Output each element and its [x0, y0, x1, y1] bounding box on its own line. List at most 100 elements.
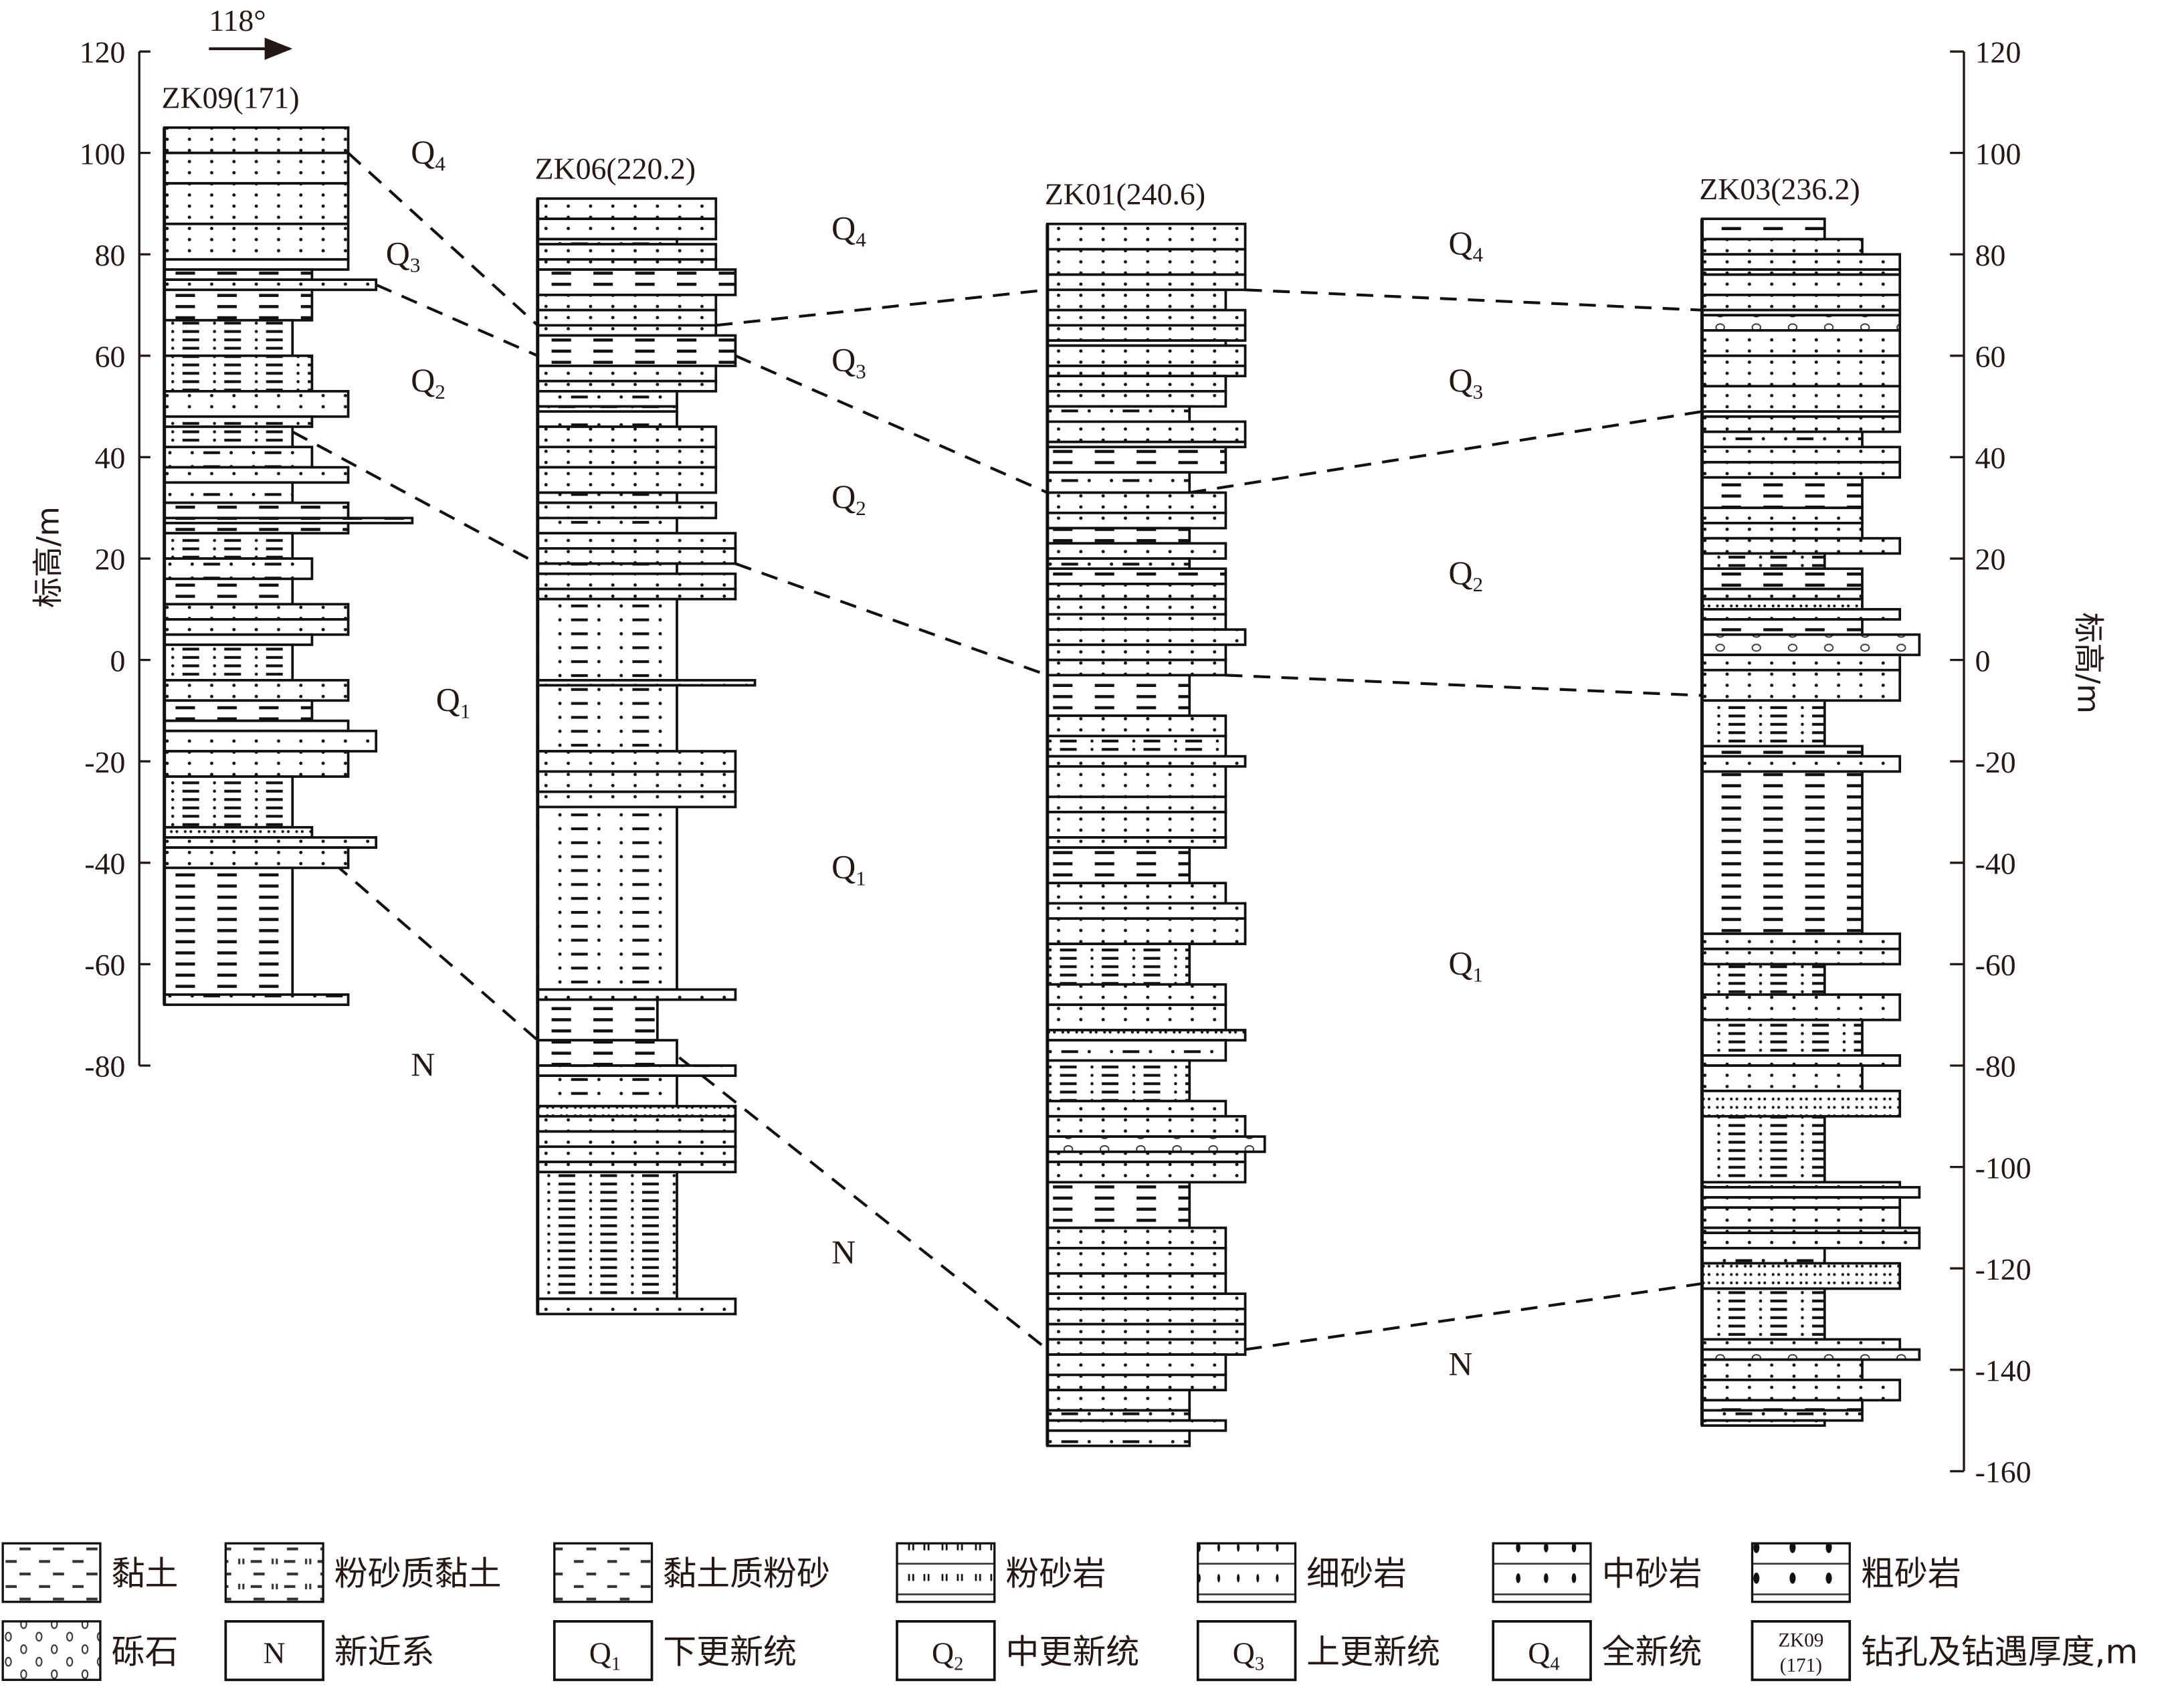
- layer-fine: [1046, 273, 1247, 292]
- layer-clay: [1700, 744, 1864, 758]
- layer-clay_silt: [163, 415, 314, 428]
- right-axis-tick-label: -60: [1975, 948, 2016, 982]
- legend-label: 粉砂岩: [1005, 1555, 1106, 1593]
- layer-fine: [1700, 587, 1864, 601]
- unit-label-Q2-subscript: 2: [1473, 573, 1483, 596]
- layer-fine: [1046, 643, 1227, 662]
- layer-clay: [1700, 567, 1864, 591]
- layer-clay: [536, 334, 737, 367]
- layer-fine: [1700, 415, 1902, 433]
- layer-clay_silt: [1700, 552, 1826, 571]
- layer-gravel: [1700, 314, 1902, 332]
- layer-fine: [536, 532, 737, 550]
- left-axis-tick-label: -60: [84, 948, 125, 982]
- layer-fine: [163, 750, 350, 778]
- layer-clay: [1700, 217, 1826, 241]
- boundary-Q4-Q3: [347, 152, 539, 326]
- layer-fine: [536, 988, 737, 1001]
- layer-fine: [1046, 902, 1247, 920]
- layer-clay: [1700, 770, 1864, 935]
- layer-fine: [536, 1297, 737, 1316]
- legend-item-gravel: 砾石: [1, 1620, 179, 1682]
- legend-swatch: [1196, 1620, 1297, 1682]
- layer-clay: [163, 268, 314, 282]
- legend-item-clay: 黏土: [1, 1542, 179, 1603]
- legend-label: 粗砂岩: [1861, 1555, 1961, 1593]
- layer-fine: [163, 222, 350, 261]
- layer-fine: [1700, 1064, 1864, 1092]
- layer-silt_clay: [1046, 557, 1191, 571]
- layer-fine: [1046, 714, 1227, 738]
- unit-label-Q2: Q2: [411, 361, 445, 403]
- borehole-label: ZK09(171): [162, 81, 300, 115]
- layer-fine: [1700, 947, 1902, 966]
- layer-clay: [163, 699, 314, 722]
- layer-fine: [1046, 375, 1227, 393]
- layer-silty_rock: [1046, 1029, 1247, 1041]
- layer-silt_clay: [1046, 1429, 1191, 1448]
- layer-fine: [1046, 613, 1227, 631]
- left-axis-tick-label: 60: [95, 339, 126, 373]
- unit-label-Q2-subscript: 2: [435, 380, 445, 403]
- layer-fine: [1046, 1100, 1227, 1118]
- layer-fine: [536, 501, 718, 520]
- layer-fine: [536, 1130, 737, 1149]
- layer-fine: [1046, 511, 1227, 530]
- layer-fine: [1046, 597, 1227, 616]
- layer-clay: [1700, 476, 1864, 510]
- layer-silt_clay: [163, 481, 294, 504]
- left-axis-tick-label: 20: [95, 542, 126, 577]
- layer-clay_silt: [163, 354, 314, 393]
- left-axis-tick-label: 40: [95, 441, 126, 475]
- legend-swatch: [553, 1620, 654, 1682]
- unit-label-Q1-subscript: 1: [856, 867, 866, 890]
- unit-label-Q3-subscript: 3: [1473, 380, 1483, 403]
- borehole-columns: ZK09(171)ZK06(220.2)ZK01(240.6)ZK03(236.…: [162, 81, 1921, 1448]
- layer-silt_clay: [1046, 1409, 1191, 1422]
- legend-label: 钻孔及钻遇厚度,m: [1861, 1632, 2138, 1671]
- unit-label-Q4: Q4: [831, 209, 866, 252]
- legend-swatch-text-subscript: 3: [1255, 1654, 1264, 1674]
- borehole-ZK06: ZK06(220.2): [535, 152, 757, 1316]
- layer-fine: [1046, 365, 1247, 378]
- unit-label-Q4-subscript: 4: [856, 227, 866, 251]
- layer-silty_rock: [1700, 1262, 1902, 1290]
- legend-swatch-text: N: [264, 1635, 286, 1670]
- legend-label: 中砂岩: [1602, 1555, 1702, 1593]
- direction-indicator: 118°: [209, 3, 293, 60]
- layer-fine: [1046, 1003, 1227, 1031]
- layer-silt_clay: [1700, 1247, 1826, 1265]
- right-axis-tick-label: -100: [1975, 1151, 2031, 1185]
- layer-gravel: [1046, 1135, 1266, 1153]
- borehole-label: ZK01(240.6): [1045, 177, 1205, 211]
- layer-fine: [1700, 385, 1902, 413]
- right-axis-tick-label: 60: [1975, 339, 2006, 373]
- layer-fine: [1700, 755, 1902, 773]
- boundary-Q4-Q3: [716, 288, 1048, 327]
- unit-label-Q3: Q3: [386, 234, 421, 276]
- legend-swatch-text: Q1: [589, 1635, 621, 1674]
- layer-fine: [1046, 1150, 1247, 1163]
- layer-fine: [1700, 354, 1902, 388]
- layer-silt_clay: [536, 410, 678, 428]
- layer-silty_rock: [536, 1104, 737, 1118]
- layer-fine: [1046, 628, 1247, 646]
- layer-fine: [163, 466, 350, 484]
- layer-clay_silt: [1046, 942, 1191, 986]
- legend-swatch-text: ZK09: [1778, 1629, 1823, 1651]
- layer-fine: [163, 151, 350, 185]
- legend-label: 砾石: [112, 1632, 179, 1671]
- legend-swatch-text-subscript: 2: [954, 1654, 963, 1674]
- legend-swatch: [1492, 1620, 1592, 1682]
- layer-fine: [1700, 1338, 1902, 1351]
- layer-fine: [536, 258, 718, 271]
- layer-clay: [163, 866, 294, 996]
- layer-clay_silt: [1046, 1059, 1191, 1102]
- layer-fine: [1700, 607, 1902, 621]
- layer-silt_clay: [1700, 430, 1864, 449]
- legend-swatch: [1751, 1542, 1851, 1603]
